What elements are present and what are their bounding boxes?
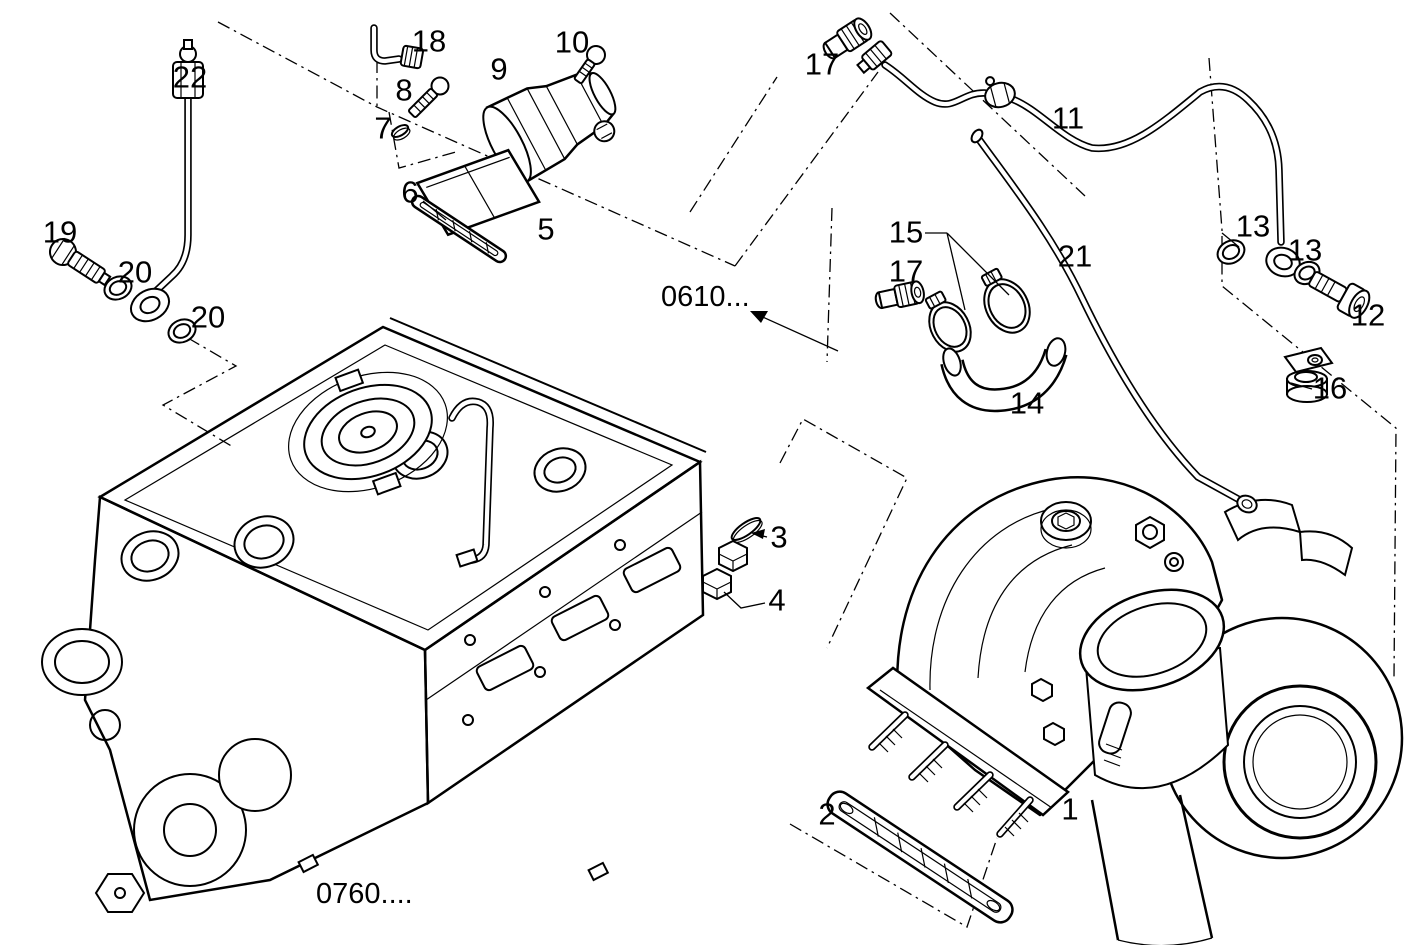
pipe-11-union [984, 76, 1016, 109]
hose-14 [940, 337, 1068, 413]
arrowhead-0610 [750, 311, 768, 323]
leader-lines [422, 200, 1313, 609]
elbow-fitting-18 [370, 24, 425, 70]
oil-filler-cap [288, 368, 448, 496]
callout-13-13: 13 [1236, 209, 1270, 244]
callout-17-11: 17 [805, 47, 839, 82]
hose-clamp-15-b [980, 267, 1031, 334]
flange-studs [868, 711, 1034, 838]
callout-4-22: 4 [768, 583, 785, 618]
reference-labels: 0610... 0760.... [316, 281, 750, 910]
pipe-11-banjo-eye [1265, 246, 1301, 278]
washer-20-b [167, 318, 197, 344]
water-outlet-flange [41, 628, 123, 696]
compressor-inlet-outer [1222, 684, 1378, 840]
exhaust-ports [462, 539, 682, 726]
engine-front-face [83, 495, 430, 902]
hose-clamp-15-a [924, 290, 972, 353]
banjo-bolt-12 [1308, 271, 1371, 319]
turbo-hex-bolt [1135, 515, 1165, 550]
callout-12-15: 12 [1351, 298, 1385, 333]
valve-cover [97, 325, 703, 652]
callout-7-3: 7 [374, 111, 391, 146]
callout-9-5: 9 [490, 52, 507, 87]
breather-tube [448, 397, 494, 568]
turbine-outlet [1090, 794, 1214, 945]
oil-drain-boss [1098, 701, 1132, 767]
actuator-9 [482, 72, 617, 184]
construction-lines [161, 12, 1397, 928]
turbo-stud [1164, 552, 1184, 572]
fitting-16 [1283, 346, 1334, 403]
nut-4-b [702, 567, 732, 601]
callout-21-18: 21 [1058, 239, 1092, 274]
callout-14-19: 14 [1010, 386, 1044, 421]
pipe-21 [970, 128, 1258, 514]
washer-20-a [103, 275, 133, 301]
gasket-2 [826, 790, 1014, 924]
front-pump [89, 709, 292, 913]
callout-1-24: 1 [1061, 792, 1078, 827]
cylinder-head-face [423, 459, 705, 806]
ref-0610: 0610... [661, 281, 750, 313]
gasket-6 [410, 194, 508, 264]
washer-7 [390, 124, 411, 141]
oil-feed-pipe-22 [129, 39, 204, 323]
pipe-22-fitting [172, 39, 204, 99]
callout-3-21: 3 [770, 520, 787, 555]
callout-6-6: 6 [401, 175, 418, 210]
turbo-mount-flange [865, 666, 1070, 838]
callout-16-20: 16 [1313, 371, 1347, 406]
banjo-bolt-19 [49, 238, 112, 287]
compressor-inlet-inner [1243, 705, 1357, 819]
ref-0760: 0760.... [316, 878, 413, 910]
callout-17-17: 17 [889, 254, 923, 289]
pipe-21-end-fitting [1236, 494, 1258, 514]
pipe-11-end-fitting [856, 40, 893, 75]
callout-2-23: 2 [818, 797, 835, 832]
callout-8-2: 8 [395, 73, 412, 108]
callout-10-4: 10 [555, 25, 589, 60]
pipe-11 [856, 40, 1301, 278]
callout-15-16: 15 [889, 215, 923, 250]
fitting-17-top [822, 17, 873, 60]
callout-11-12: 11 [1052, 101, 1084, 136]
callout-20-10: 20 [191, 300, 225, 335]
pipe-22-banjo-eye [129, 287, 171, 323]
bolt-8 [408, 76, 450, 118]
bolt-10 [573, 45, 606, 85]
engine-assembly [41, 317, 1120, 913]
callout-19-8: 19 [43, 215, 77, 250]
turbocharger [865, 476, 1404, 945]
callout-5-7: 5 [537, 212, 554, 247]
callout-13-14: 13 [1288, 233, 1322, 268]
fitting-17-mid [874, 280, 925, 310]
cover-ports [120, 430, 587, 582]
callout-22-0: 22 [173, 60, 207, 95]
nut-4-a [718, 539, 748, 573]
callout-18-1: 18 [412, 24, 446, 59]
turbine-inlet [1031, 588, 1230, 790]
arrowhead-3 [751, 529, 765, 539]
callout-20-9: 20 [118, 255, 152, 290]
turbo-top-cap [1040, 501, 1092, 549]
